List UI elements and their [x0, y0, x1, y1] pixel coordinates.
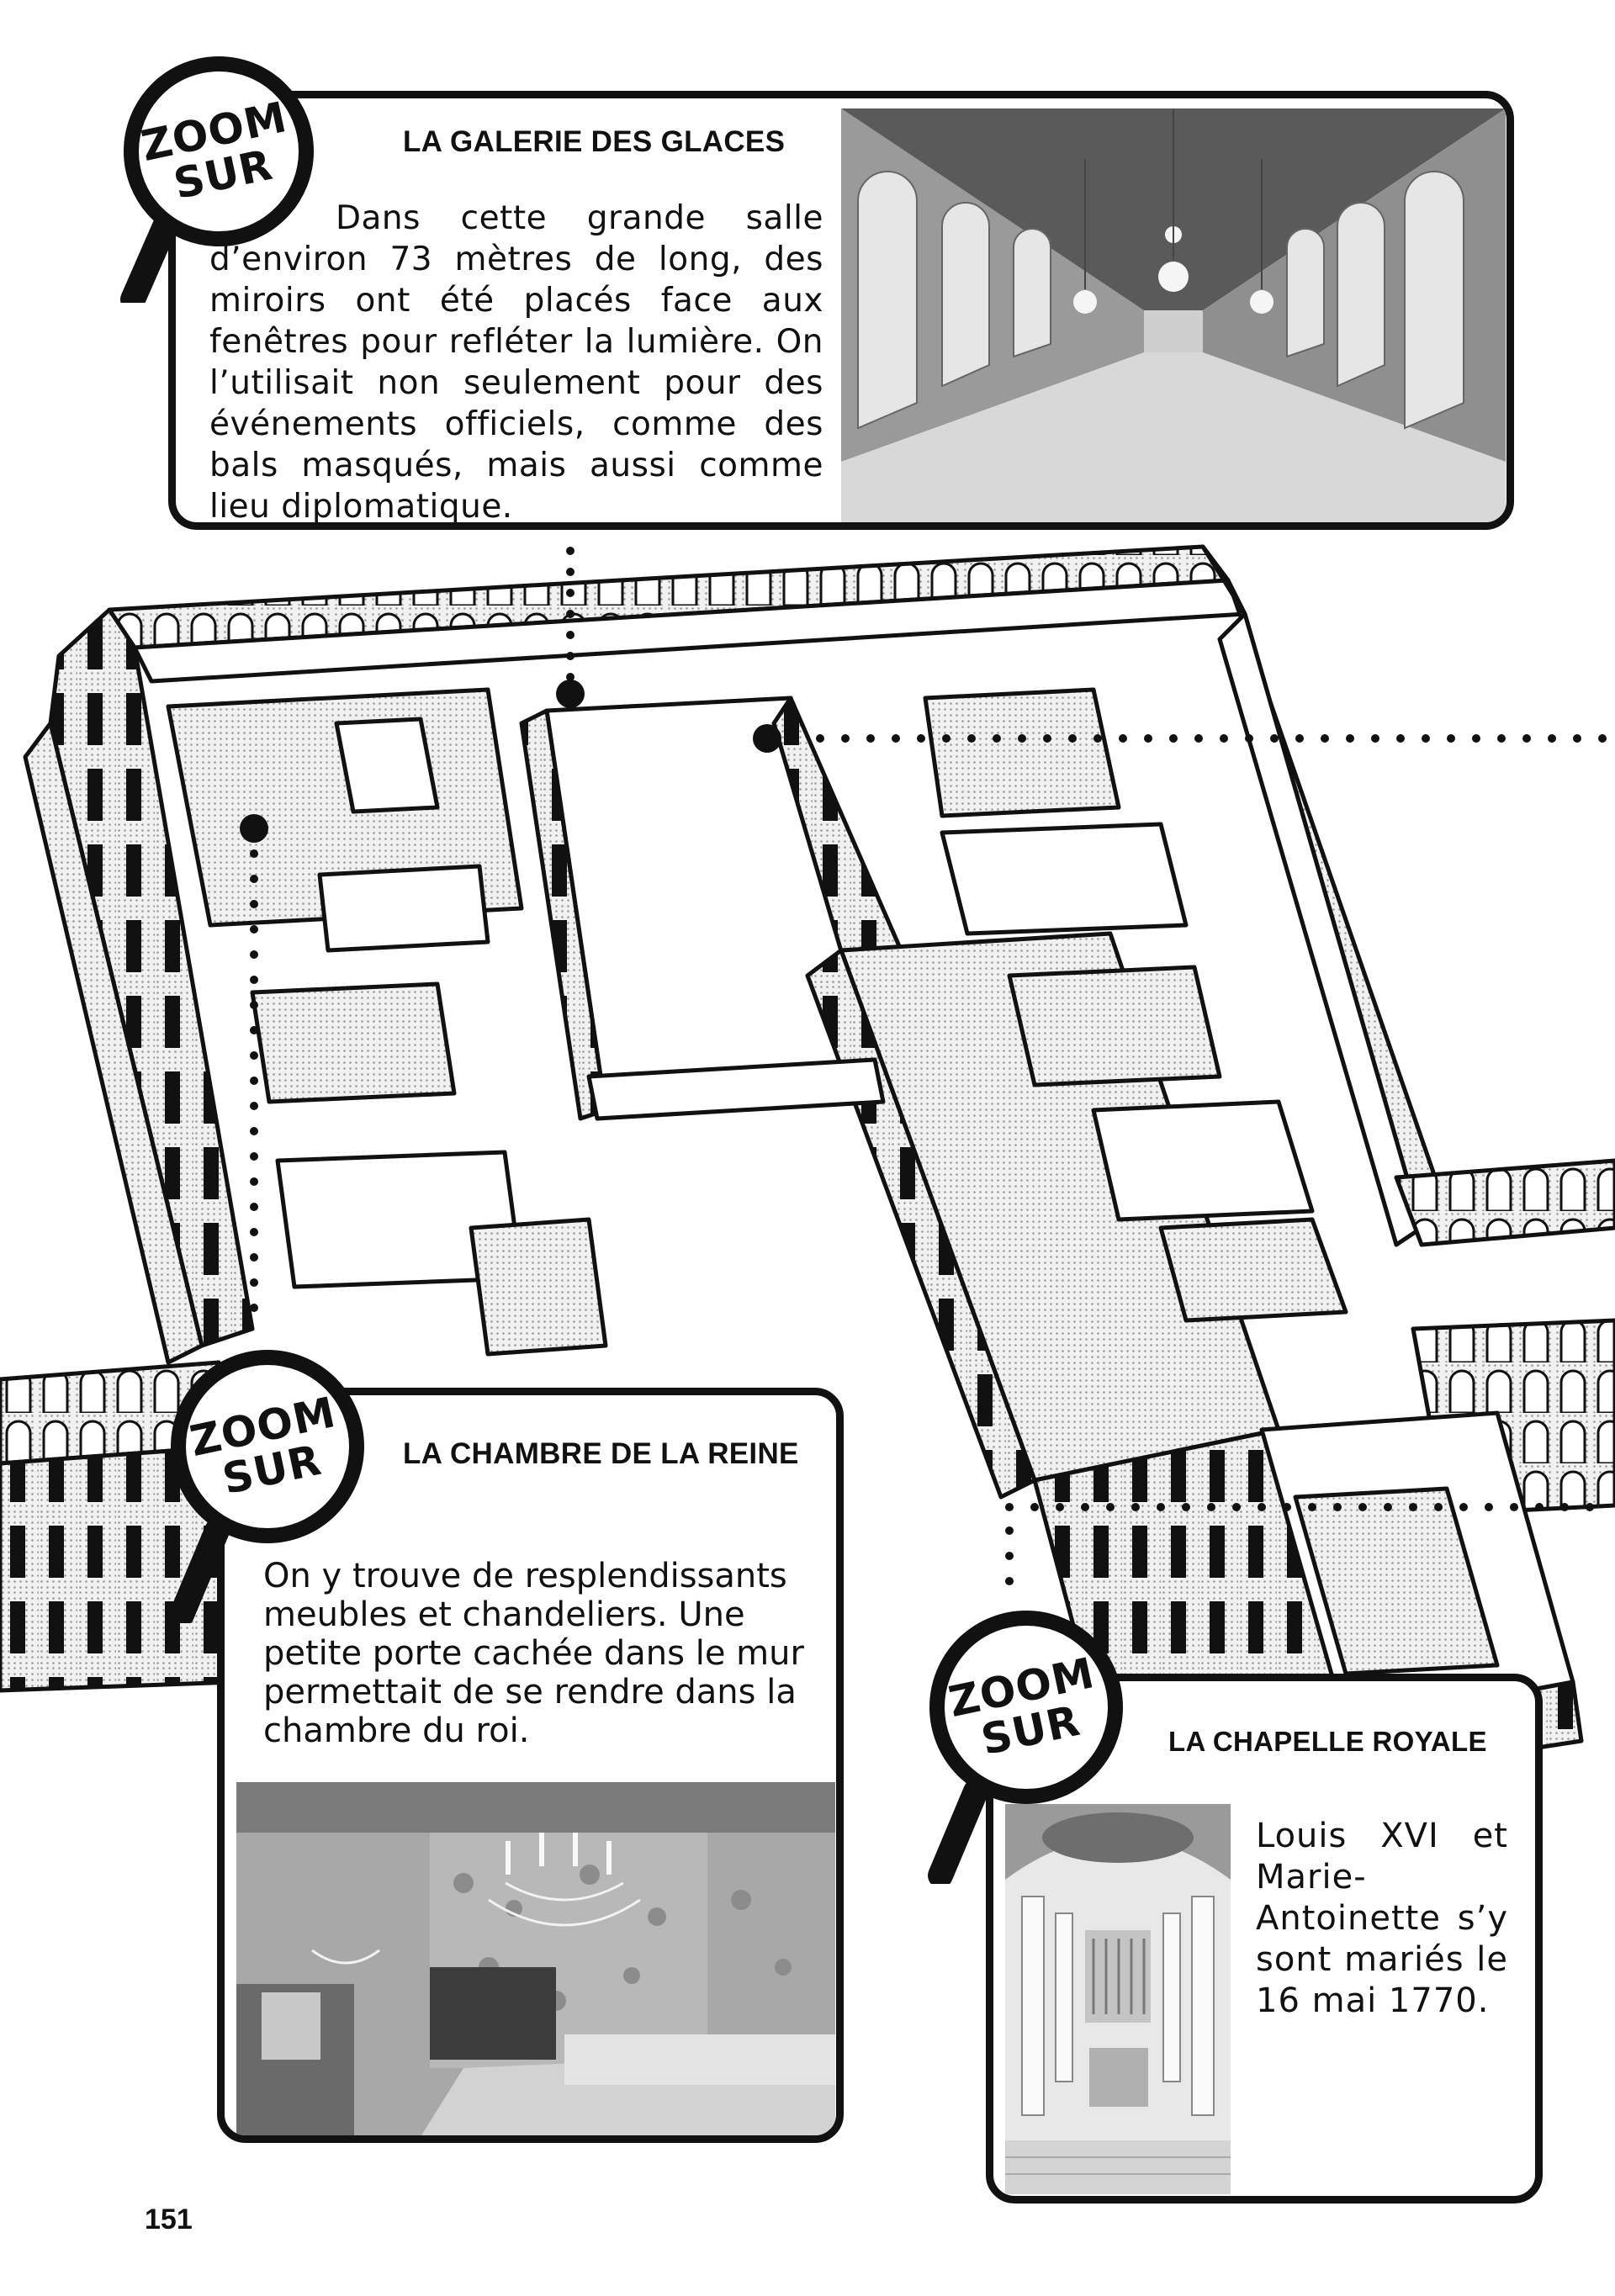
queens-bedroom-photo: [236, 1782, 835, 2135]
zoom-sur-badge-chapelle: ZOOM SUR: [917, 1598, 1136, 1884]
magnifier-icon: [928, 1611, 1123, 1884]
zoom-sur-badge-galerie: ZOOM SUR: [109, 50, 328, 303]
magnifier-icon: [169, 1350, 364, 1623]
callout-text: On y trouve de resplendissants meubles e…: [263, 1557, 804, 1750]
magnifier-icon: [120, 56, 314, 303]
royal-chapel-photo: [1005, 1804, 1231, 2194]
callout-text: Dans cette grande salle d’environ 73 mèt…: [209, 199, 823, 526]
callout-text: Louis XVI et Marie-Antoinette s’y sont m…: [1256, 1817, 1508, 2020]
page-number: 151: [145, 2203, 193, 2235]
callout-title: LA CHAPELLE ROYALE: [1168, 1726, 1487, 1757]
hall-of-mirrors-photo: [841, 108, 1506, 522]
zoom-sur-badge-chambre: ZOOM SUR: [158, 1337, 377, 1623]
callout-title: LA GALERIE DES GLACES: [403, 125, 786, 158]
callout-title: LA CHAMBRE DE LA REINE: [403, 1437, 799, 1470]
callout-galerie-des-glaces: LA GALERIE DES GLACES Dans cette grande …: [168, 91, 1514, 530]
callout-chambre-de-la-reine: LA CHAMBRE DE LA REINE On y trouve de re…: [217, 1388, 844, 2143]
